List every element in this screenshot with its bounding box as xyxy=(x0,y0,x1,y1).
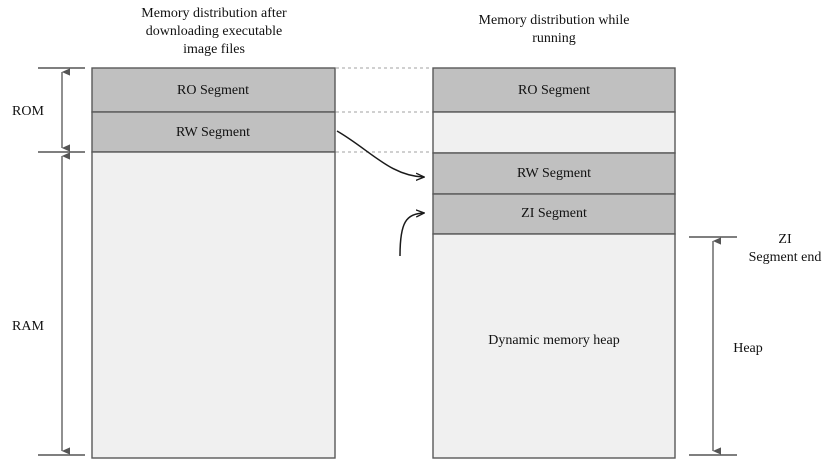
right-memory-box: RO Segment RW Segment ZI Segment Dynamic… xyxy=(432,67,676,459)
left-block-ro xyxy=(91,67,336,113)
right-bracket-zi-end: ZI Segment end xyxy=(689,232,821,265)
left-block-rw-label: RW Segment xyxy=(176,125,250,140)
right-block-rw-label: RW Segment xyxy=(517,166,591,181)
right-block-ro xyxy=(432,67,676,113)
flow-arrows xyxy=(336,130,424,257)
right-bracket-heap: Heap xyxy=(689,237,763,456)
right-panel-title: Memory distribution while running xyxy=(479,13,630,46)
left-panel-title: Memory distribution after downloading ex… xyxy=(141,6,287,57)
ram-label: RAM xyxy=(12,319,44,334)
zi-end-label-line-1: ZI xyxy=(778,232,792,247)
right-block-gap xyxy=(432,111,676,154)
left-bracket-ram: RAM xyxy=(12,152,85,456)
rom-label: ROM xyxy=(12,104,44,119)
left-block-ro-label: RO Segment xyxy=(177,83,249,98)
left-title-line-1: Memory distribution after xyxy=(141,6,287,21)
right-block-heap xyxy=(432,233,676,459)
zi-init-arrow xyxy=(399,213,424,257)
right-title-line-2: running xyxy=(532,31,576,46)
zi-end-label-line-2: Segment end xyxy=(749,250,822,265)
connector-lines xyxy=(336,67,432,153)
right-block-zi-label: ZI Segment xyxy=(521,206,587,221)
left-title-line-2: downloading executable xyxy=(146,24,282,39)
right-block-ro-label: RO Segment xyxy=(518,83,590,98)
left-block-rw xyxy=(91,111,336,153)
right-block-rw xyxy=(432,152,676,195)
right-block-zi xyxy=(432,193,676,235)
left-memory-box: RO Segment RW Segment xyxy=(91,67,336,459)
heap-label: Heap xyxy=(733,341,763,356)
right-title-line-1: Memory distribution while xyxy=(479,13,630,28)
right-block-heap-label: Dynamic memory heap xyxy=(488,333,619,348)
rw-copy-arrow xyxy=(336,130,424,177)
left-bracket-rom: ROM xyxy=(12,67,85,153)
left-title-line-3: image files xyxy=(183,42,245,57)
left-block-free xyxy=(91,151,336,459)
